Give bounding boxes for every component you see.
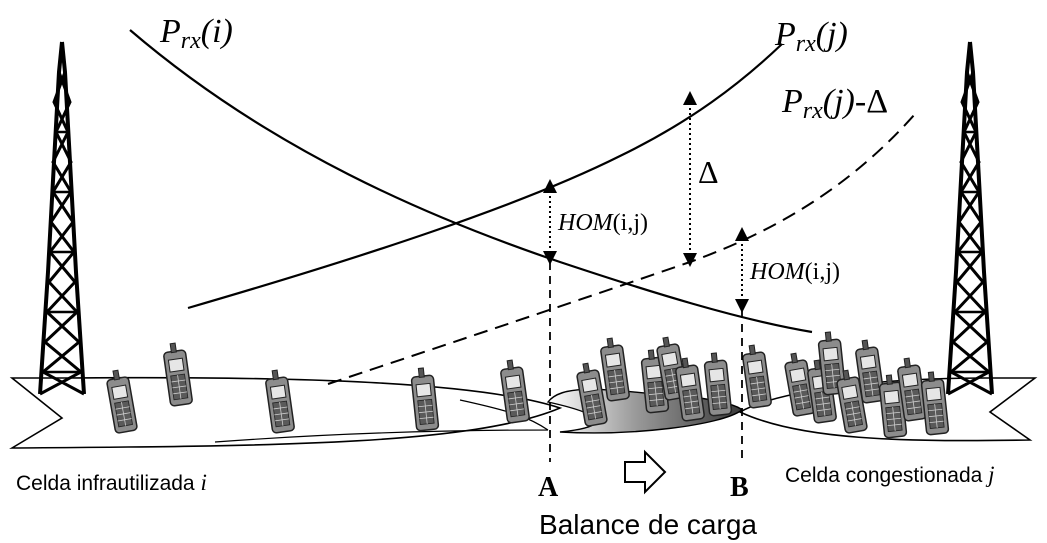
label-left-cell: Celda infrautilizada i xyxy=(16,470,207,495)
curve-prx-j-minus-delta xyxy=(327,113,916,385)
caption-load-balance: Balance de carga xyxy=(539,509,757,540)
label-prx-i: Prx(i) xyxy=(159,13,233,54)
label-prx-j-minus-delta: Prx(j)-Δ xyxy=(781,83,888,124)
label-hom-a: HOM(i,j) xyxy=(557,210,648,236)
curve-prx-i xyxy=(129,29,813,334)
label-right-cell: Celda congestionada j xyxy=(785,462,995,487)
label-prx-j: Prx(j) xyxy=(774,16,848,57)
label-hom-b: HOM(i,j) xyxy=(749,259,840,285)
label-point-b: B xyxy=(730,472,749,503)
label-point-a: A xyxy=(538,472,559,503)
label-delta: Δ xyxy=(698,154,719,190)
right-arrow-icon xyxy=(624,449,667,495)
curve-prx-j xyxy=(187,43,783,310)
